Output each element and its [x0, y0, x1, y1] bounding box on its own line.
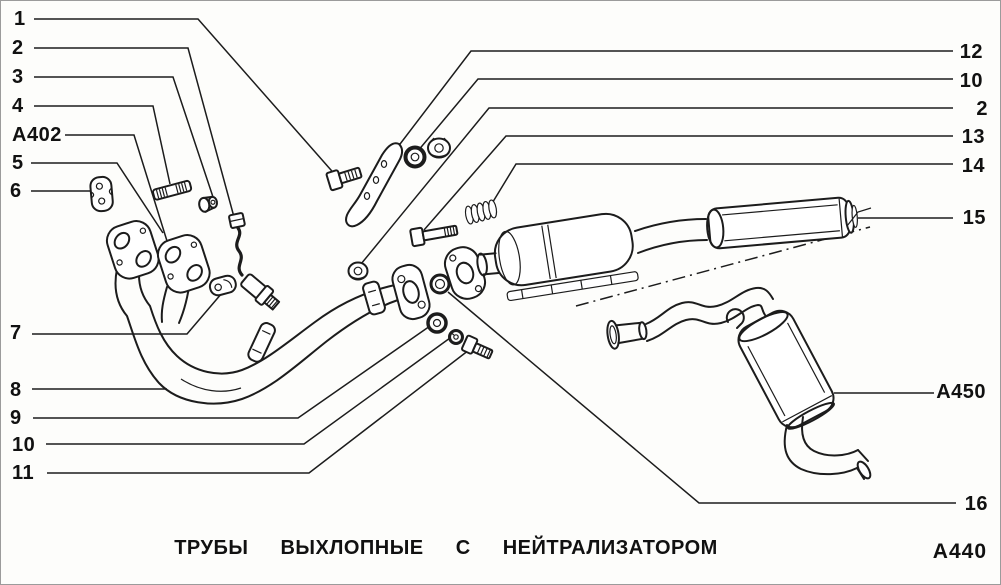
rear-pipe [645, 286, 774, 342]
resonator [706, 196, 858, 250]
cable-clamp [208, 274, 237, 297]
flat-washer [426, 312, 448, 334]
sheet-code: A440 [932, 540, 987, 563]
callout-9: 9 [10, 407, 22, 429]
support-bracket [89, 175, 114, 213]
tailpipe [783, 416, 872, 480]
pipe-clamp [362, 280, 386, 316]
callout-4: 4 [12, 95, 24, 117]
front-exhaust-pipe [114, 263, 399, 405]
flange-nut [427, 137, 451, 159]
oxygen-sensor [228, 212, 281, 311]
callout-a402: A402 [12, 124, 62, 146]
rear-inlet-flange [606, 319, 648, 350]
callout-1: 1 [14, 8, 26, 30]
intermediate-pipe [634, 218, 708, 254]
callout-10-left: 10 [12, 434, 36, 456]
callout-12: 12 [959, 41, 983, 63]
callout-2-right: 2 [976, 98, 988, 120]
washer [403, 145, 427, 169]
rear-muffler [737, 309, 835, 430]
mounting-bolt [409, 224, 459, 248]
callout-16: 16 [964, 493, 988, 515]
converter-inlet-flange [443, 246, 487, 300]
callout-11: 11 [12, 462, 35, 484]
small-nut [198, 195, 218, 213]
flange-nut-2 [347, 261, 369, 281]
pipe-hanger-bracket [247, 322, 276, 363]
callout-15: 15 [962, 207, 986, 229]
callout-7: 7 [10, 322, 22, 344]
rear-hanger-hook [725, 308, 745, 329]
callout-3: 3 [12, 66, 24, 88]
catalytic-converter [476, 212, 639, 302]
compression-spring [464, 199, 498, 225]
callout-6: 6 [10, 180, 22, 202]
callout-14: 14 [961, 155, 985, 177]
manifold-gasket-2 [156, 234, 211, 294]
hanger-bolt [325, 166, 363, 192]
spring-washer [448, 329, 464, 345]
callout-8: 8 [10, 379, 22, 401]
flange-bolt [461, 334, 494, 360]
leader-lines [31, 18, 956, 504]
stud [152, 179, 193, 201]
callout-a450: A450 [936, 381, 986, 403]
hanger-bracket [345, 142, 403, 228]
callout-13: 13 [961, 126, 985, 148]
callout-10-right: 10 [959, 70, 983, 92]
outlet-flange [391, 263, 431, 321]
callout-2-left: 2 [12, 37, 24, 59]
diagram-caption: ТРУБЫ ВЫХЛОПНЫЕ С НЕЙТРАЛИЗАТОРОМ [174, 537, 718, 559]
end-cap-mark [846, 207, 872, 227]
sealing-ring [429, 273, 451, 295]
callout-5: 5 [12, 152, 24, 174]
manifold-gasket-1 [105, 220, 160, 280]
